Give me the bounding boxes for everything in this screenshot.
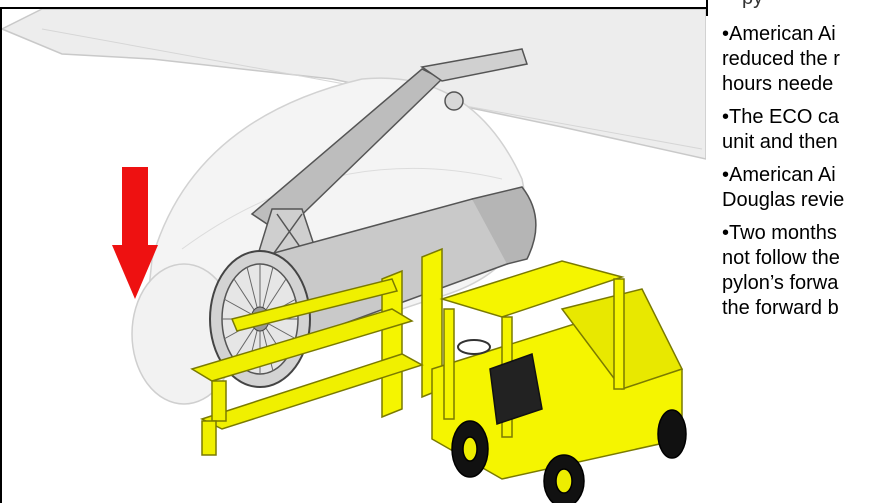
left-border <box>0 7 2 503</box>
bullet-line: American Ai <box>722 163 896 188</box>
forklift-icon <box>190 247 687 503</box>
bullet-line: the forward b <box>722 297 839 319</box>
bullet-item: Two months not follow the pylon’s forwa … <box>722 221 896 321</box>
slide-title-fragment: py <box>742 0 763 8</box>
bullet-line: unit and then <box>722 131 838 153</box>
bullet-line: Two months <box>722 221 896 246</box>
top-border <box>0 7 706 9</box>
bullet-line: reduced the r <box>722 48 840 70</box>
bullet-line: The ECO ca <box>722 105 896 130</box>
bullet-line: hours neede <box>722 73 834 95</box>
bullet-line: pylon’s forwa <box>722 272 839 294</box>
top-border-tick <box>706 0 708 16</box>
bullet-line: American Ai <box>722 22 896 47</box>
bullet-item: The ECO ca unit and then <box>722 105 896 155</box>
bullet-item: American Ai Douglas revie <box>722 163 896 213</box>
bullet-line: not follow the <box>722 247 840 269</box>
bullet-list: American Ai reduced the r hours neede Th… <box>722 22 896 329</box>
down-arrow-icon <box>112 167 158 299</box>
bullet-item: American Ai reduced the r hours neede <box>722 22 896 97</box>
bullet-line: Douglas revie <box>722 189 845 211</box>
engine-removal-illustration <box>2 9 706 503</box>
